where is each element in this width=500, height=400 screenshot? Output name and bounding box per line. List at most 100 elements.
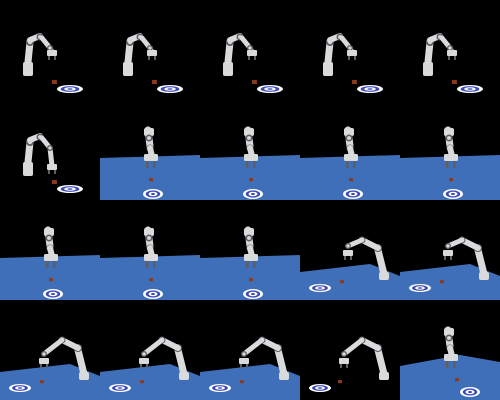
target-marker	[57, 185, 83, 193]
frame-13	[200, 200, 300, 300]
frame-20	[400, 300, 500, 400]
frame-render	[0, 100, 100, 200]
robot-arm	[123, 33, 157, 76]
cube	[349, 178, 353, 182]
target-marker	[209, 384, 231, 392]
frame-render	[200, 0, 300, 100]
table-surface	[200, 255, 300, 300]
frame-8	[200, 100, 300, 200]
cube	[249, 178, 253, 182]
cube	[338, 380, 342, 384]
frame-render	[0, 200, 100, 300]
cube	[440, 280, 444, 284]
robot-arm	[443, 236, 489, 280]
frame-render	[300, 100, 400, 200]
robot-arm	[323, 33, 357, 76]
target-marker	[309, 284, 331, 292]
target-marker	[43, 289, 63, 299]
robot-arm	[444, 326, 458, 368]
table-surface	[300, 155, 400, 200]
table-surface	[400, 155, 500, 200]
frame-3	[200, 0, 300, 100]
frame-render	[200, 200, 300, 300]
target-marker	[109, 384, 131, 392]
cube	[449, 178, 453, 182]
robot-arm	[423, 33, 457, 76]
frame-5	[400, 0, 500, 100]
frame-17	[100, 300, 200, 400]
frame-2	[100, 0, 200, 100]
frame-render	[100, 200, 200, 300]
robot-arm	[344, 126, 358, 168]
robot-arm	[144, 126, 158, 168]
cube	[40, 380, 44, 384]
robot-arm	[44, 226, 58, 268]
frame-1	[0, 0, 100, 100]
frame-16	[0, 300, 100, 400]
cube	[240, 380, 244, 384]
target-marker	[309, 384, 331, 392]
cube	[152, 80, 157, 84]
robot-arm	[244, 126, 258, 168]
robot-arm	[244, 226, 258, 268]
cube	[49, 278, 53, 282]
cube	[52, 180, 57, 184]
cube	[249, 278, 253, 282]
table-surface	[0, 255, 100, 300]
target-marker	[460, 387, 480, 397]
robot-arm	[39, 336, 89, 380]
robot-arm	[339, 336, 389, 380]
robot-arm	[343, 236, 389, 280]
cube	[455, 378, 459, 382]
frame-7	[100, 100, 200, 200]
robot-arm	[144, 226, 158, 268]
cube	[140, 380, 144, 384]
frame-11	[0, 200, 100, 300]
frame-render	[100, 100, 200, 200]
target-marker	[343, 189, 363, 199]
frame-render	[100, 0, 200, 100]
frame-render	[0, 300, 100, 400]
target-marker	[457, 85, 483, 93]
robot-arm	[444, 126, 458, 168]
frame-render	[400, 200, 500, 300]
frame-render	[400, 100, 500, 200]
target-marker	[143, 289, 163, 299]
target-marker	[243, 189, 263, 199]
frame-render	[300, 300, 400, 400]
frame-14	[300, 200, 400, 300]
cube	[340, 280, 344, 284]
frame-render	[100, 300, 200, 400]
frame-render	[200, 100, 300, 200]
robot-arm	[23, 133, 57, 176]
cube	[252, 80, 257, 84]
robot-arm	[239, 336, 289, 380]
cube	[149, 178, 153, 182]
table-surface	[100, 255, 200, 300]
frame-render	[400, 0, 500, 100]
robot-arm	[139, 336, 189, 380]
frame-19	[300, 300, 400, 400]
frame-4	[300, 0, 400, 100]
frame-6	[0, 100, 100, 200]
frame-15	[400, 200, 500, 300]
target-marker	[409, 284, 431, 292]
cube	[149, 278, 153, 282]
cube	[352, 80, 357, 84]
target-marker	[243, 289, 263, 299]
table-surface	[100, 155, 200, 200]
frame-render	[300, 0, 400, 100]
target-marker	[443, 189, 463, 199]
frame-18	[200, 300, 300, 400]
cube	[52, 80, 57, 84]
target-marker	[357, 85, 383, 93]
target-marker	[157, 85, 183, 93]
frame-render	[0, 0, 100, 100]
robot-arm	[223, 33, 257, 76]
table-surface	[200, 155, 300, 200]
target-marker	[143, 189, 163, 199]
cube	[452, 80, 457, 84]
frame-12	[100, 200, 200, 300]
frame-render	[200, 300, 300, 400]
